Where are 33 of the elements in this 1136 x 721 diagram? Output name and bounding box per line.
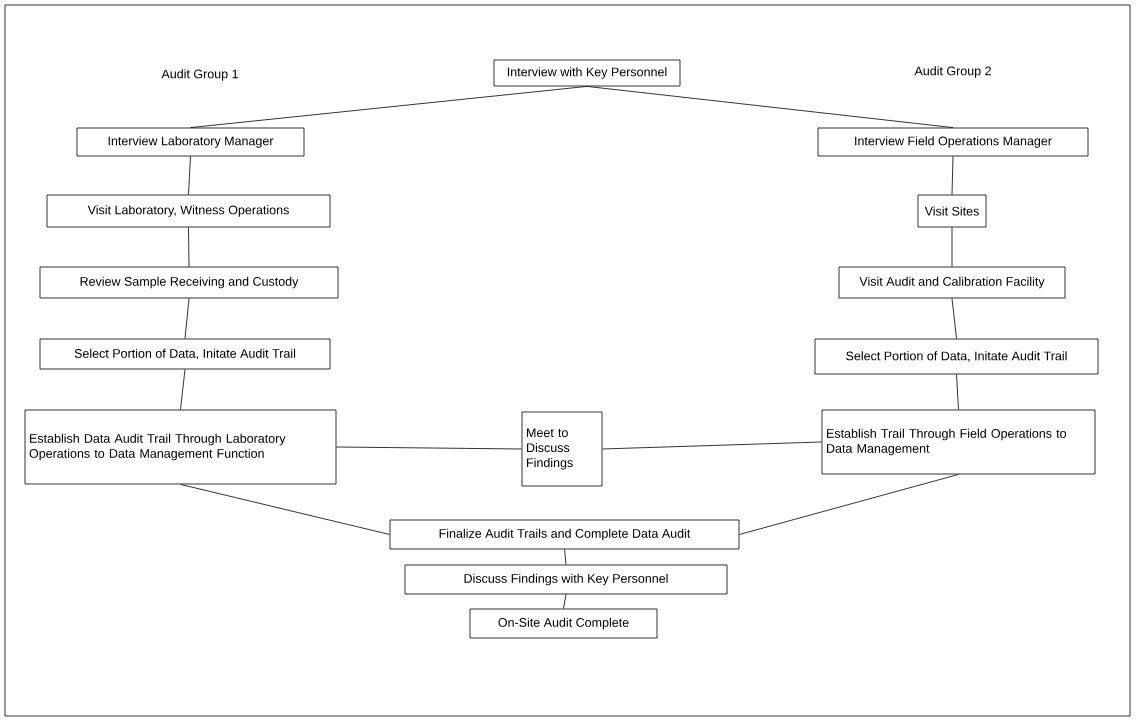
connector-line [188, 156, 191, 195]
process-box: Interview with Key Personnel [493, 59, 681, 87]
process-box: Review Sample Receiving and Custody [39, 266, 339, 299]
connector-line [586, 86, 954, 128]
group-label: Audit Group 2 [914, 66, 991, 78]
process-box: Visit Audit and Calibration Facility [838, 266, 1066, 299]
process-box: Visit Laboratory, Witness Operations [46, 194, 331, 228]
process-box: Select Portion of Data, Initate Audit Trail [39, 338, 331, 370]
connector-line [602, 441, 822, 450]
process-box: Select Portion of Data, Initate Audit Trail [814, 338, 1099, 375]
connector-line [180, 369, 186, 410]
connector-line [951, 298, 957, 339]
process-box: Finalize Audit Trails and Complete Data Audit [389, 519, 740, 550]
connector-line [956, 374, 959, 410]
connector-line [190, 86, 588, 128]
connector-line [564, 549, 567, 565]
process-box: Meet to Discuss Findings [521, 411, 603, 487]
process-box: Interview Laboratory Manager [76, 127, 305, 157]
connector-line [336, 446, 522, 450]
connector-line [951, 156, 954, 195]
process-box: Establish Trail Through Field Operations to Data Management [821, 409, 1096, 475]
connector-line [184, 298, 190, 339]
connector-line [180, 484, 390, 535]
process-box: On-Site Audit Complete [469, 608, 658, 639]
connector-line [951, 227, 953, 267]
process-box: Visit Sites [917, 194, 987, 228]
process-box: Establish Data Audit Trail Through Laboratory Operations to Data Management Function [24, 409, 337, 485]
process-box: Interview Field Operations Manager [817, 127, 1089, 157]
connector-line [563, 594, 567, 609]
group-label: Audit Group 1 [161, 69, 238, 81]
process-box: Discuss Findings with Key Personnel [404, 564, 728, 595]
connector-line [188, 227, 190, 267]
connector-line [739, 474, 959, 535]
